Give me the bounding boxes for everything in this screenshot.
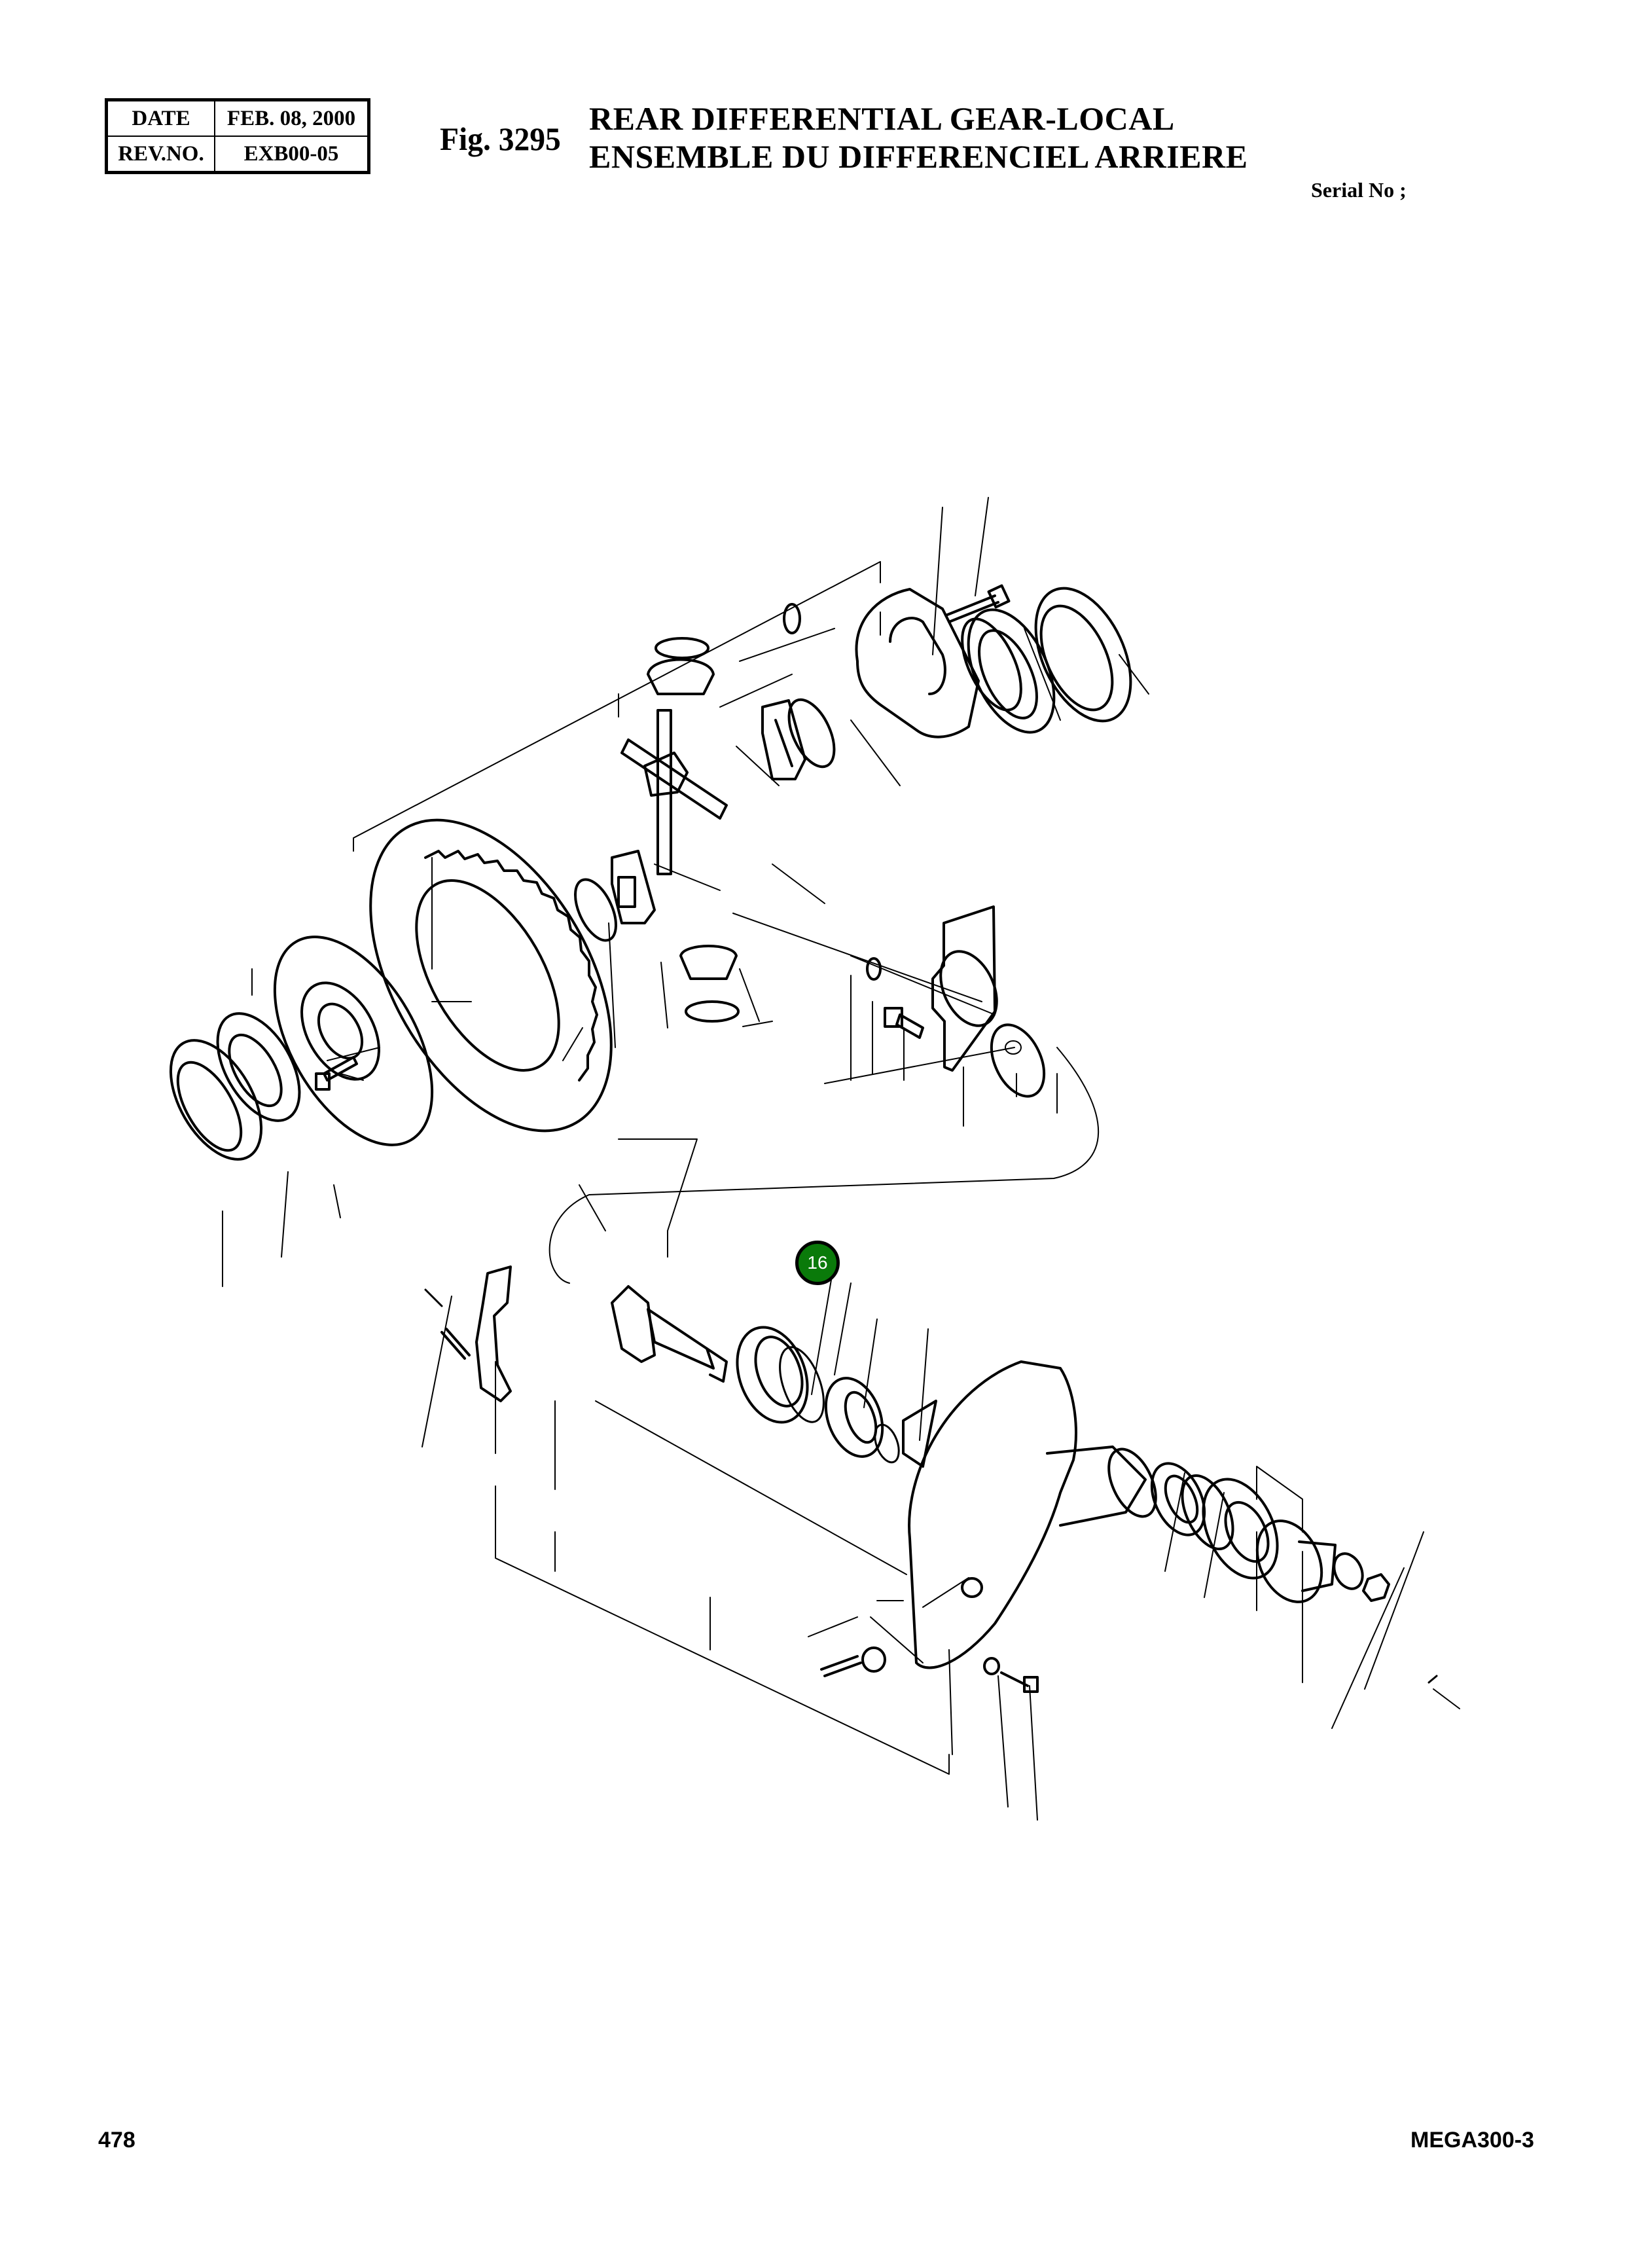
page-title-english: REAR DIFFERENTIAL GEAR-LOCAL [589,100,1175,137]
cap-pin [1005,1040,1022,1055]
housing-bolt [1000,1671,1039,1693]
revision-table: DATE FEB. 08, 2000 REV.NO. EXB00-05 [105,98,370,174]
drive-pinion [611,1285,728,1383]
oil-seal [1202,1478,1279,1580]
thrust-washer-left [574,878,617,942]
housing-bearing [1150,1462,1206,1536]
dowel-pin [424,1288,443,1307]
cap-bearing [990,1023,1046,1098]
case-washer [783,603,801,634]
differential-case-flange [273,936,434,1146]
carrier-bolt [440,1328,471,1360]
cap-bolt [884,1007,924,1039]
side-gear-right [761,699,806,780]
model-name: MEGA300-3 [1410,2128,1534,2153]
shim-ring [779,1346,825,1423]
housing-stud [820,1655,862,1677]
side-gear-left [611,850,656,924]
flange-washer [1333,1552,1364,1590]
bearing-cap [931,905,998,1072]
lock-nut [1362,1573,1390,1602]
figure-number: Fig. 3295 [440,120,561,157]
o-ring [874,1423,900,1464]
stud-nut [861,1646,886,1673]
spider-cross-shaft [620,709,728,875]
part-callout-16[interactable]: 16 [795,1241,840,1285]
cotter-pin [1428,1675,1438,1684]
pinion-gear-lower [679,945,740,1023]
pinion-bearing [736,1326,809,1424]
axle-housing [902,1360,1157,1669]
rev-label: REV.NO. [105,136,215,173]
differential-case-half [855,588,1022,738]
housing-washer [983,1657,1000,1675]
flange-bolt [315,1056,358,1091]
rev-value: EXB00-05 [214,136,370,173]
date-value: FEB. 08, 2000 [214,99,370,137]
page-number: 478 [98,2128,135,2153]
case-bolt [944,584,1011,623]
spacer-ring [1181,1474,1234,1551]
companion-flange [1255,1519,1337,1603]
pinion-bearing-outer [824,1377,884,1458]
ring-gear [369,818,613,1133]
adjusting-nut-left [169,1039,263,1161]
thrust-washer-right [787,698,836,769]
adjusting-nut-right [1034,587,1132,723]
leader-lines [222,497,1460,1821]
cap-washer [866,957,882,981]
pinion-gear-upper [647,637,715,695]
page-title-french: ENSEMBLE DU DIFFERENCIEL ARRIERE [589,138,1248,175]
date-label: DATE [105,99,215,137]
pinion-carrier-half [475,1265,512,1402]
roller-bearing-left [216,1012,301,1122]
serial-number-label: Serial No ; [1311,178,1407,202]
